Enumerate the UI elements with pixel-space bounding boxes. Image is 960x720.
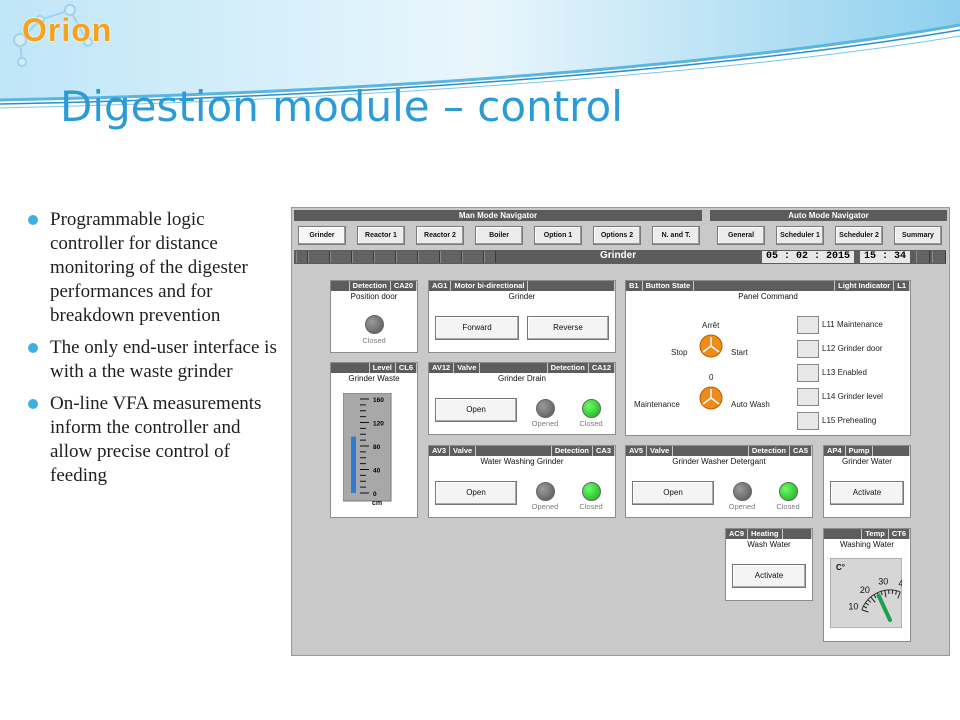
level-tick-label: 0 bbox=[373, 491, 377, 498]
bullet-item: Programmable logic controller for distan… bbox=[28, 208, 278, 328]
gauge-tick bbox=[870, 596, 876, 603]
gauge-tick bbox=[863, 605, 868, 609]
forward-button[interactable]: Forward bbox=[435, 316, 519, 340]
nav-button-scheduler-2[interactable]: Scheduler 2 bbox=[835, 226, 883, 245]
door-status-led bbox=[365, 315, 384, 334]
bullet-dot-icon bbox=[28, 343, 38, 353]
gauge-tick bbox=[880, 591, 883, 596]
molecule-icon bbox=[13, 4, 93, 67]
scada-screen: Man Mode Navigator Auto Mode Navigator G… bbox=[291, 207, 950, 656]
drain-opened-led bbox=[536, 399, 555, 418]
gauge-tick bbox=[895, 590, 897, 595]
level-tick-label: 120 bbox=[373, 421, 384, 428]
detergent-closed-led bbox=[779, 482, 798, 501]
grinder-water-activate-button[interactable]: Activate bbox=[830, 481, 904, 505]
nav-button-scheduler-1[interactable]: Scheduler 1 bbox=[776, 226, 824, 245]
grinder-drain-open-button[interactable]: Open bbox=[435, 398, 517, 422]
nav-button-summary[interactable]: Summary bbox=[894, 226, 942, 245]
temperature-unit: C° bbox=[836, 563, 845, 572]
bullet-item: On-line VFA measurements inform the cont… bbox=[28, 392, 278, 488]
level-tick-label: 40 bbox=[373, 468, 381, 475]
level-unit: cm bbox=[372, 500, 383, 507]
water-washing-opened-led bbox=[536, 482, 555, 501]
nav-button-reactor-2[interactable]: Reactor 2 bbox=[416, 226, 464, 245]
light-indicator-l12 bbox=[797, 340, 819, 358]
date-display: 05 : 02 : 2015 bbox=[762, 251, 854, 263]
bullet-dot-icon bbox=[28, 399, 38, 409]
gauge-tick bbox=[861, 609, 869, 613]
nav-button-reactor-1[interactable]: Reactor 1 bbox=[357, 226, 405, 245]
light-indicator-l13 bbox=[797, 364, 819, 382]
gauge-tick bbox=[897, 591, 901, 599]
gauge-label: 30 bbox=[878, 577, 888, 587]
level-tick-label: 160 bbox=[373, 397, 384, 404]
water-washing-open-button[interactable]: Open bbox=[435, 481, 517, 505]
orion-logo: Orion bbox=[22, 12, 113, 48]
gauge-tick bbox=[873, 594, 877, 599]
stop-start-selector-knob[interactable] bbox=[699, 334, 723, 358]
gauge-label: 10 bbox=[848, 602, 858, 612]
nav-button-general[interactable]: General bbox=[717, 226, 765, 245]
screen-title-bar: Grinder 05 : 02 : 2015 15 : 34 bbox=[294, 250, 946, 264]
gauge-tick bbox=[884, 590, 887, 598]
header-decoration bbox=[0, 0, 960, 115]
auto-navigator-title: Auto Mode Navigator bbox=[710, 210, 947, 221]
level-tick-label: 80 bbox=[373, 444, 381, 451]
gauge-label: 40 bbox=[898, 578, 902, 588]
wash-water-activate-button[interactable]: Activate bbox=[732, 564, 806, 588]
temperature-needle bbox=[876, 593, 892, 622]
nav-button-option-1[interactable]: Option 1 bbox=[534, 226, 582, 245]
detergent-open-button[interactable]: Open bbox=[632, 481, 714, 505]
gauge-tick bbox=[865, 602, 869, 606]
screen-name: Grinder bbox=[600, 250, 637, 261]
level-fill-bar bbox=[351, 436, 356, 493]
gauge-tick bbox=[867, 599, 872, 603]
nav-button-options-2[interactable]: Options 2 bbox=[593, 226, 641, 245]
nav-button-grinder[interactable]: Grinder bbox=[298, 226, 346, 245]
slide-title: Digestion module – control bbox=[60, 82, 623, 131]
light-indicator-l14 bbox=[797, 388, 819, 406]
water-washing-closed-led bbox=[582, 482, 601, 501]
light-indicator-l15 bbox=[797, 412, 819, 430]
time-display: 15 : 34 bbox=[860, 251, 910, 263]
bullet-item: The only end-user interface is with a th… bbox=[28, 336, 278, 384]
bullet-dot-icon bbox=[28, 215, 38, 225]
manual-navigator-title: Man Mode Navigator bbox=[294, 210, 702, 221]
bullet-list: Programmable logic controller for distan… bbox=[28, 208, 278, 496]
nav-button-boiler[interactable]: Boiler bbox=[475, 226, 523, 245]
gauge-label: 20 bbox=[860, 585, 870, 595]
drain-closed-led bbox=[582, 399, 601, 418]
reverse-button[interactable]: Reverse bbox=[527, 316, 609, 340]
maintenance-autowash-selector-knob[interactable] bbox=[699, 386, 723, 410]
light-indicator-l11 bbox=[797, 316, 819, 334]
detergent-opened-led bbox=[733, 482, 752, 501]
level-gauge: 160 120 80 40 0 bbox=[343, 393, 392, 502]
nav-button-n-and-t[interactable]: N. and T. bbox=[652, 226, 700, 245]
